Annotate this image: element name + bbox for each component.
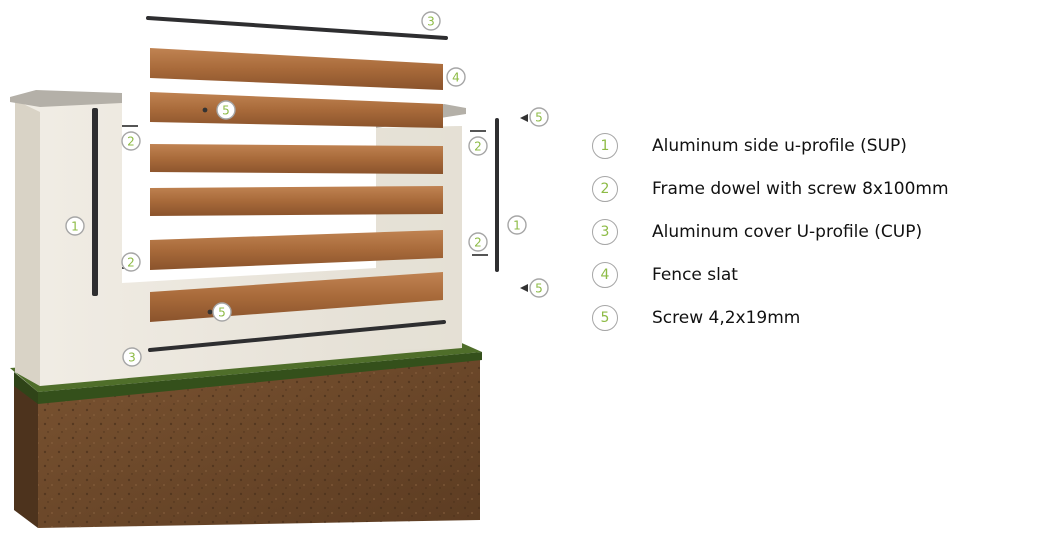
legend-number-badge: 3 (592, 218, 618, 245)
callout-ring (421, 11, 441, 31)
legend-item: 1 Aluminum side u-profile (SUP) (592, 124, 1032, 167)
callout-dowel-left-upper: 2 (121, 131, 141, 151)
callout-slat-screw-top: 5 (216, 100, 236, 120)
screw-icon (202, 107, 208, 113)
legend-number-badge: 4 (592, 261, 618, 288)
legend-number-badge: 5 (592, 304, 618, 331)
callout-number: 2 (127, 135, 135, 149)
callout-ring (446, 67, 466, 87)
callout-ring (468, 232, 488, 252)
legend-item: 3 Aluminum cover U-profile (CUP) (592, 210, 1032, 253)
callout-side-profile-left: 1 (65, 216, 85, 236)
legend-label: Screw 4,2x19mm (652, 307, 801, 328)
screw-icon (207, 309, 213, 315)
cover-u-profile-bottom (148, 320, 446, 352)
callout-number: 5 (535, 111, 543, 125)
legend: 1 Aluminum side u-profile (SUP) 2 Frame … (592, 124, 1032, 339)
callout-number: 5 (222, 104, 230, 118)
legend-number-badge: 2 (592, 175, 618, 202)
callout-ring (468, 136, 488, 156)
callout-ring (122, 347, 142, 367)
callout-ring (507, 215, 527, 235)
callout-screw-right-upper: 5 (529, 107, 549, 127)
callout-number: 5 (535, 282, 543, 296)
callout-number: 3 (128, 351, 136, 365)
callout-markers: 3 4 5 2 1 2 3 5 2 1 2 5 5 (65, 11, 549, 367)
callout-ring (216, 100, 236, 120)
callout-ring (65, 216, 85, 236)
callout-number: 2 (474, 140, 482, 154)
callout-number: 2 (474, 236, 482, 250)
legend-item: 5 Screw 4,2x19mm (592, 296, 1032, 339)
callout-screw-right-lower: 5 (529, 278, 549, 298)
callout-bottom-cover-profile: 3 (122, 347, 142, 367)
side-u-profile-left (92, 108, 98, 296)
callout-ring (121, 252, 141, 272)
fence-slat (150, 230, 443, 270)
callout-ring (529, 107, 549, 127)
screw-icon (520, 114, 528, 122)
callout-dowel-left-lower: 2 (121, 252, 141, 272)
screw-icon (520, 284, 528, 292)
legend-label: Frame dowel with screw 8x100mm (652, 178, 949, 199)
callout-number: 3 (427, 15, 435, 29)
soil-foundation (14, 358, 480, 528)
callout-ring (121, 131, 141, 151)
callout-number: 2 (127, 256, 135, 270)
fence-slat (150, 48, 443, 90)
callout-side-profile-right: 1 (507, 215, 527, 235)
callout-number: 4 (452, 71, 460, 85)
fence-slat (150, 186, 443, 216)
legend-item: 2 Frame dowel with screw 8x100mm (592, 167, 1032, 210)
screws (202, 107, 528, 315)
pillar-cap-left (10, 90, 122, 107)
callout-number: 5 (218, 306, 226, 320)
legend-label: Aluminum side u-profile (SUP) (652, 135, 907, 156)
callout-number: 1 (71, 220, 79, 234)
callout-ring (212, 302, 232, 322)
legend-number-badge: 1 (592, 132, 618, 159)
legend-item: 4 Fence slat (592, 253, 1032, 296)
callout-dowel-right-lower: 2 (468, 232, 488, 252)
fence-slat (150, 92, 443, 128)
callout-top-slat: 4 (446, 67, 466, 87)
callout-number: 1 (513, 219, 521, 233)
callout-slat-screw-bottom: 5 (212, 302, 232, 322)
legend-label: Aluminum cover U-profile (CUP) (652, 221, 923, 242)
legend-label: Fence slat (652, 264, 738, 285)
cover-u-profile-top (146, 16, 448, 40)
callout-ring (529, 278, 549, 298)
fence-slat (150, 144, 443, 174)
callout-dowel-right-upper: 2 (468, 136, 488, 156)
callout-top-cover-profile: 3 (421, 11, 441, 31)
